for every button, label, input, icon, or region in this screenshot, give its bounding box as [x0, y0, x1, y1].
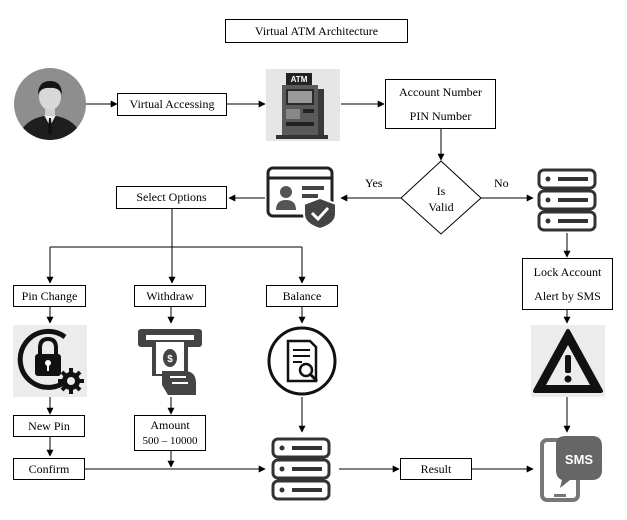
amount-label: Amount [150, 418, 190, 432]
decision-label-2: Valid [428, 200, 454, 214]
svg-text:$: $ [167, 354, 173, 365]
alert-sms-label: Alert by SMS [534, 289, 601, 303]
balance-document-search-icon [267, 326, 337, 396]
result-server-icon [271, 437, 331, 501]
new-pin-box: New Pin [13, 415, 85, 437]
diagram-title: Virtual ATM Architecture [225, 19, 408, 43]
cash-withdraw-icon: $ [138, 329, 202, 395]
pin-number-label: PIN Number [409, 109, 472, 123]
yes-label: Yes [365, 176, 383, 190]
pin-change-box: Pin Change [13, 285, 86, 307]
virtual-accessing-box: Virtual Accessing [117, 93, 227, 116]
atm-label: ATM [291, 75, 308, 84]
user-avatar-icon [14, 68, 86, 140]
no-label: No [494, 176, 509, 190]
decision-label-1: Is [436, 184, 446, 198]
sms-label: SMS [565, 452, 594, 467]
lock-account-label: Lock Account [533, 265, 602, 279]
lock-gear-icon [13, 325, 87, 397]
atm-machine-icon: ATM [266, 69, 340, 141]
balance-box: Balance [266, 285, 338, 307]
confirm-box: Confirm [13, 458, 85, 480]
server-icon [537, 168, 597, 232]
amount-range-label: 500 – 10000 [142, 435, 198, 447]
select-options-box: Select Options [116, 186, 227, 209]
lock-alert-box: Lock Account Alert by SMS [522, 258, 613, 310]
account-number-label: Account Number [399, 85, 482, 99]
warning-icon [531, 325, 605, 397]
amount-box: Amount 500 – 10000 [134, 415, 206, 451]
sms-phone-icon: SMS [540, 436, 602, 502]
decision-diamond [400, 160, 482, 235]
id-card-verified-icon [266, 166, 337, 230]
result-box: Result [400, 458, 472, 480]
withdraw-box: Withdraw [134, 285, 206, 307]
account-pin-box: Account Number PIN Number [385, 79, 496, 129]
